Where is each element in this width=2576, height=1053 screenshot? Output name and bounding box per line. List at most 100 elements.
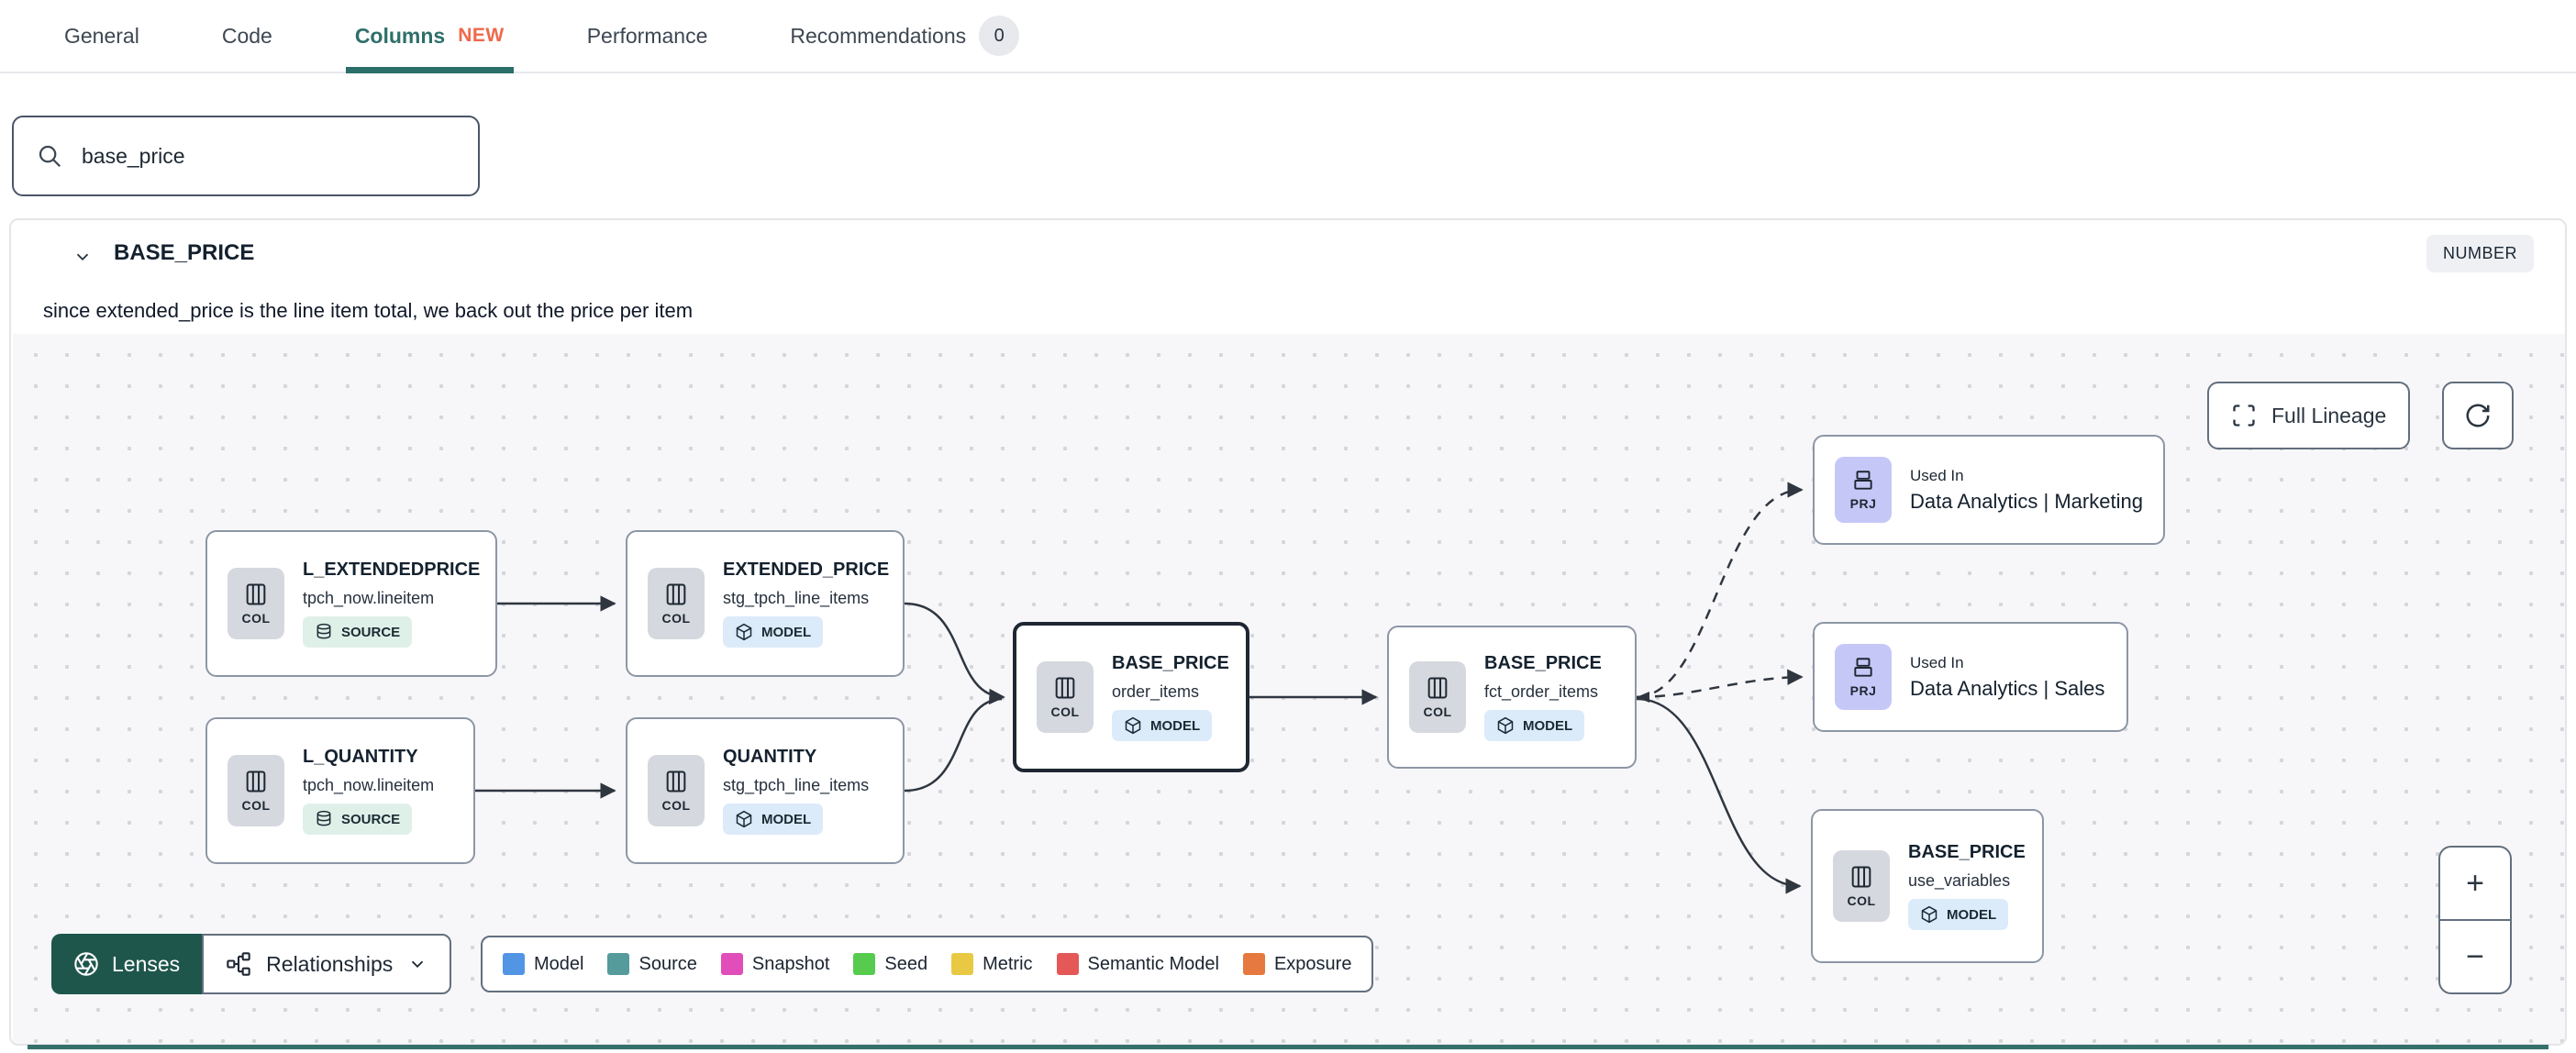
lineage-canvas[interactable]: COL L_EXTENDEDPRICE tpch_now.lineitem SO…	[13, 334, 2565, 1044]
legend-item-source: Source	[607, 953, 697, 975]
lineage-node-base-price-use-variables[interactable]: COL BASE_PRICE use_variables MODEL	[1811, 809, 2044, 963]
columns-icon	[1851, 866, 1871, 888]
legend-label: Source	[638, 953, 697, 974]
cube-icon	[736, 810, 752, 828]
search-input[interactable]	[82, 143, 456, 169]
project-chip: PRJ	[1835, 457, 1892, 523]
cube-icon	[1125, 716, 1141, 735]
legend-label: Exposure	[1273, 953, 1352, 974]
badge-label: MODEL	[761, 624, 812, 640]
chip-label: COL	[661, 611, 691, 626]
expand-icon	[2233, 405, 2255, 427]
tab-general[interactable]: General	[64, 0, 139, 72]
resource-type-badge: MODEL	[723, 804, 824, 835]
chip-label: COL	[241, 798, 271, 813]
legend-item-exposure: Exposure	[1242, 953, 1352, 975]
node-title: L_EXTENDEDPRICE	[303, 560, 481, 580]
node-subtitle: tpch_now.lineitem	[303, 776, 435, 794]
column-chip: COL	[1833, 850, 1890, 922]
column-chip: COL	[228, 755, 284, 826]
tab-label: Code	[221, 23, 272, 48]
minus-icon: −	[2466, 938, 2484, 974]
badge-label: MODEL	[761, 811, 812, 827]
columns-icon	[666, 770, 686, 793]
resource-legend: Model Source Snapshot Seed Metric	[481, 936, 1374, 992]
legend-swatch	[1242, 953, 1265, 975]
resource-type-badge: MODEL	[1112, 710, 1213, 741]
node-title: Data Analytics | Marketing	[1910, 489, 2143, 513]
tab-label: Columns	[354, 23, 446, 48]
project-icon	[1854, 658, 1872, 677]
chip-label: COL	[1050, 704, 1080, 719]
node-subtitle: stg_tpch_line_items	[723, 776, 870, 794]
column-panel: BASE_PRICE NUMBER since extended_price i…	[9, 218, 2567, 1046]
column-panel-header: BASE_PRICE NUMBER	[11, 220, 2565, 294]
node-subtitle: order_items	[1112, 682, 1200, 701]
lenses-button[interactable]: Lenses	[51, 934, 203, 994]
legend-item-model: Model	[503, 953, 583, 975]
lineage-node-quantity[interactable]: COL QUANTITY stg_tpch_line_items MODEL	[626, 717, 905, 864]
relationships-dropdown[interactable]: Relationships	[202, 934, 452, 994]
legend-label: Seed	[884, 953, 928, 974]
cube-icon	[736, 623, 752, 641]
chip-label: PRJ	[1849, 496, 1877, 511]
lineage-node-used-in-sales[interactable]: PRJ Used In Data Analytics | Sales	[1813, 622, 2128, 732]
node-title: L_QUANTITY	[303, 747, 418, 767]
node-subtitle: tpch_now.lineitem	[303, 589, 435, 607]
chevron-down-icon	[412, 960, 424, 969]
refresh-button[interactable]	[2442, 382, 2514, 449]
columns-icon	[246, 770, 266, 793]
chip-label: COL	[241, 611, 271, 626]
chip-label: COL	[1847, 893, 1876, 908]
column-chip: COL	[1409, 661, 1466, 733]
chip-label: PRJ	[1849, 683, 1877, 698]
lineage-node-base-price-order-items[interactable]: COL BASE_PRICE order_items MODEL	[1013, 622, 1249, 772]
lineage-node-used-in-marketing[interactable]: PRJ Used In Data Analytics | Marketing	[1813, 435, 2165, 545]
bottom-scroll-indicator[interactable]	[28, 1045, 2548, 1049]
legend-label: Metric	[983, 953, 1033, 974]
legend-item-metric: Metric	[951, 953, 1033, 975]
zoom-control: + −	[2438, 846, 2512, 994]
badge-label: MODEL	[1947, 906, 1997, 923]
database-icon	[316, 810, 331, 826]
zoom-in-button[interactable]: +	[2440, 848, 2510, 921]
node-kicker: Used In	[1910, 653, 1964, 671]
columns-icon	[246, 583, 266, 605]
node-title: Data Analytics | Sales	[1910, 676, 2105, 700]
tab-label: Recommendations	[790, 23, 967, 48]
legend-label: Model	[534, 953, 584, 974]
tab-columns[interactable]: Columns NEW	[345, 0, 514, 73]
zoom-out-button[interactable]: −	[2440, 921, 2510, 992]
node-title: BASE_PRICE	[1908, 842, 2026, 862]
resource-type-badge: MODEL	[723, 616, 824, 648]
project-icon	[1854, 471, 1872, 490]
legend-swatch	[607, 953, 630, 975]
lineage-node-base-price-fct-order-items[interactable]: COL BASE_PRICE fct_order_items MODEL	[1387, 626, 1637, 769]
lineage-node-l-extendedprice[interactable]: COL L_EXTENDEDPRICE tpch_now.lineitem SO…	[205, 530, 497, 677]
chip-label: COL	[1423, 704, 1452, 719]
lineage-node-l-quantity[interactable]: COL L_QUANTITY tpch_now.lineitem SOURCE	[205, 717, 475, 864]
column-description: since extended_price is the line item to…	[43, 299, 694, 322]
legend-swatch	[503, 953, 525, 975]
columns-icon	[1427, 677, 1448, 699]
node-title: BASE_PRICE	[1112, 653, 1229, 673]
aperture-icon	[74, 952, 98, 976]
full-lineage-button[interactable]: Full Lineage	[2207, 382, 2411, 449]
node-subtitle: fct_order_items	[1484, 682, 1599, 701]
collapse-button[interactable]	[64, 238, 101, 275]
lineage-node-extended-price[interactable]: COL EXTENDED_PRICE stg_tpch_line_items M…	[626, 530, 905, 677]
tab-recommendations[interactable]: Recommendations 0	[790, 0, 1020, 72]
legend-swatch	[720, 953, 743, 975]
column-type-badge: NUMBER	[2426, 235, 2534, 272]
legend-item-snapshot: Snapshot	[720, 953, 829, 975]
column-chip: COL	[1037, 661, 1094, 733]
relationships-icon	[227, 952, 250, 976]
column-name: BASE_PRICE	[114, 240, 255, 265]
cube-icon	[1921, 905, 1938, 924]
legend-item-seed: Seed	[853, 953, 927, 975]
tab-code[interactable]: Code	[222, 0, 272, 72]
tab-performance[interactable]: Performance	[587, 0, 708, 72]
tab-label: Performance	[586, 23, 708, 48]
database-icon	[316, 623, 331, 639]
